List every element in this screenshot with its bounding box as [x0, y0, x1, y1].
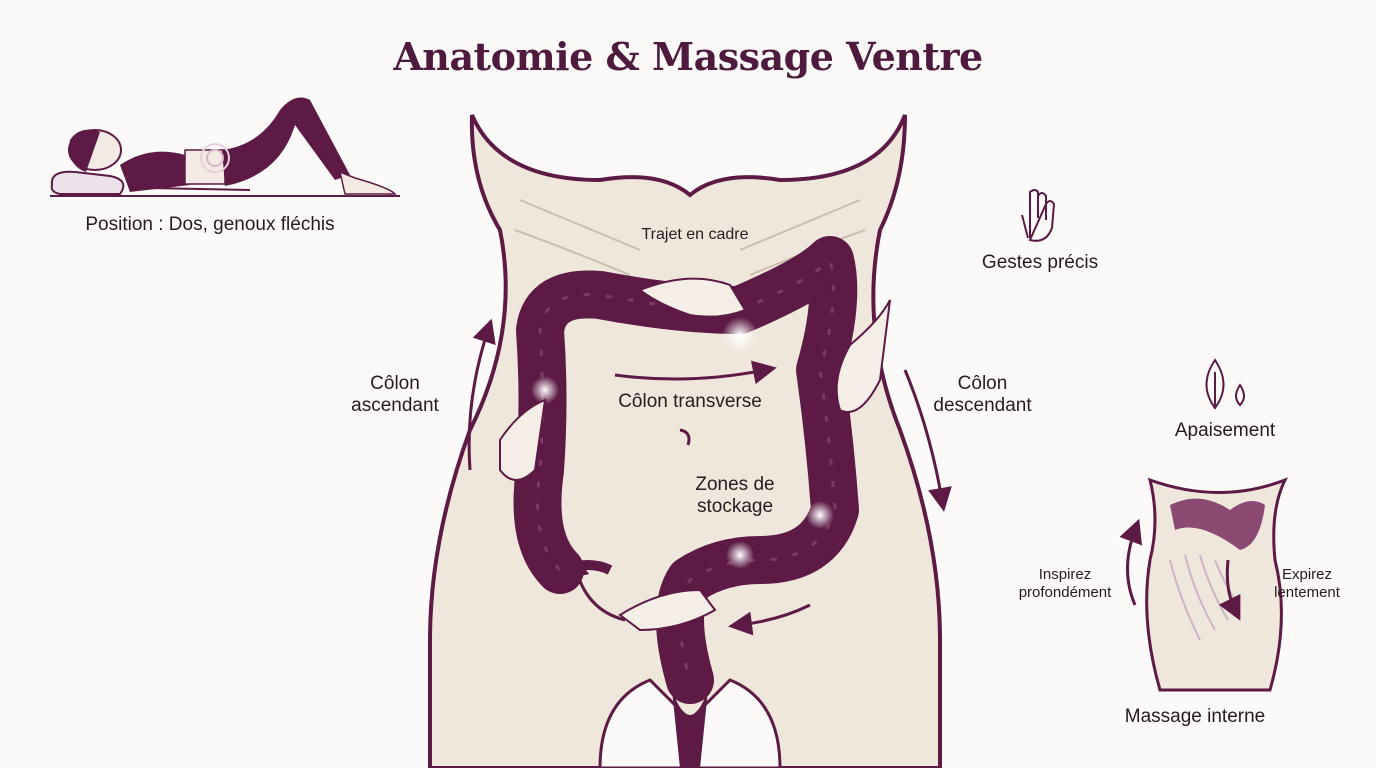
hand-icon: [1021, 189, 1056, 242]
massage-interne-label: Massage interne: [1124, 706, 1266, 727]
position-label: Position : Dos, genoux fléchis: [85, 214, 335, 235]
inspirez-label: Inspirez profondément: [1018, 566, 1112, 601]
colon-ascendant-label: Côlon ascendant: [351, 373, 439, 416]
breathing-torso-figure: [1119, 477, 1289, 692]
colon-transverse-label: Côlon transverse: [618, 391, 762, 412]
gestes-label: Gestes précis: [981, 252, 1099, 273]
direction-arrows: [467, 318, 952, 636]
apaisement-label: Apaisement: [1174, 420, 1276, 441]
leaf-drop-icon: [1205, 358, 1245, 410]
trajet-label: Trajet en cadre: [641, 226, 749, 243]
colon-descendant-label: Côlon descendant: [933, 373, 1032, 416]
expirez-label: Expirez lentement: [1274, 566, 1340, 601]
page-title: Anatomie & Massage Ventre: [393, 34, 983, 79]
hands: [499, 277, 891, 632]
lying-woman-figure: [50, 97, 400, 197]
zones-stockage-label: Zones de stockage: [695, 474, 775, 517]
